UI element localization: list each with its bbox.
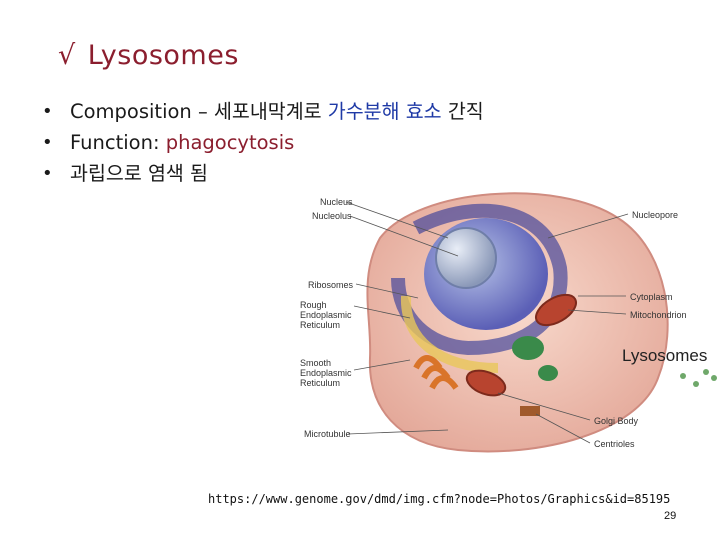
lysosome-dot <box>711 375 717 381</box>
bullet-composition: • Composition – 세포내막계로 가수분해 효소 간직 <box>42 96 484 127</box>
composition-korean: 세포내막계로 <box>214 100 328 123</box>
bullet-dot-icon: • <box>42 127 53 158</box>
label-rough-er: Rough Endoplasmic Reticulum <box>300 300 358 330</box>
label-cytoplasm: Cytoplasm <box>630 292 673 302</box>
label-nucleolus: Nucleolus <box>312 211 352 221</box>
check-mark-icon: √ <box>58 40 76 71</box>
bullet-function: • Function: phagocytosis <box>42 127 484 158</box>
lysosome-dot <box>703 369 709 375</box>
label-nucleus: Nucleus <box>320 197 353 207</box>
animal-cell-diagram: Nucleus Nucleolus Ribosomes Rough Endopl… <box>298 178 720 458</box>
function-prefix: Function: <box>70 131 166 154</box>
composition-highlight: 가수분해 효소 <box>328 100 442 123</box>
source-url: https://www.genome.gov/dmd/img.cfm?node=… <box>208 492 670 506</box>
green-organelle <box>538 365 558 381</box>
slide-title: √ Lysosomes <box>58 40 239 71</box>
staining-text: 과립으로 염색 됨 <box>70 162 208 185</box>
bullet-dot-icon: • <box>42 96 53 127</box>
label-nucleopore: Nucleopore <box>632 210 678 220</box>
function-highlight: phagocytosis <box>166 131 295 154</box>
lysosome-dot <box>680 373 686 379</box>
label-ribosomes: Ribosomes <box>308 280 353 290</box>
composition-suffix: 간직 <box>442 100 484 123</box>
page-number: 29 <box>664 510 676 522</box>
label-smooth-er: Smooth Endoplasmic Reticulum <box>300 358 358 388</box>
label-lysosomes: Lysosomes <box>622 346 707 366</box>
label-golgi-body: Golgi Body <box>594 416 638 426</box>
bullet-dot-icon: • <box>42 158 53 189</box>
bullet-list: • Composition – 세포내막계로 가수분해 효소 간직 • Func… <box>42 96 484 189</box>
lysosome-dot <box>693 381 699 387</box>
composition-prefix: Composition – <box>70 100 214 123</box>
label-mitochondrion: Mitochondrion <box>630 310 687 320</box>
label-microtubule: Microtubule <box>304 429 351 439</box>
title-text: Lysosomes <box>88 40 239 71</box>
green-organelle <box>512 336 544 360</box>
label-centrioles: Centrioles <box>594 439 635 449</box>
